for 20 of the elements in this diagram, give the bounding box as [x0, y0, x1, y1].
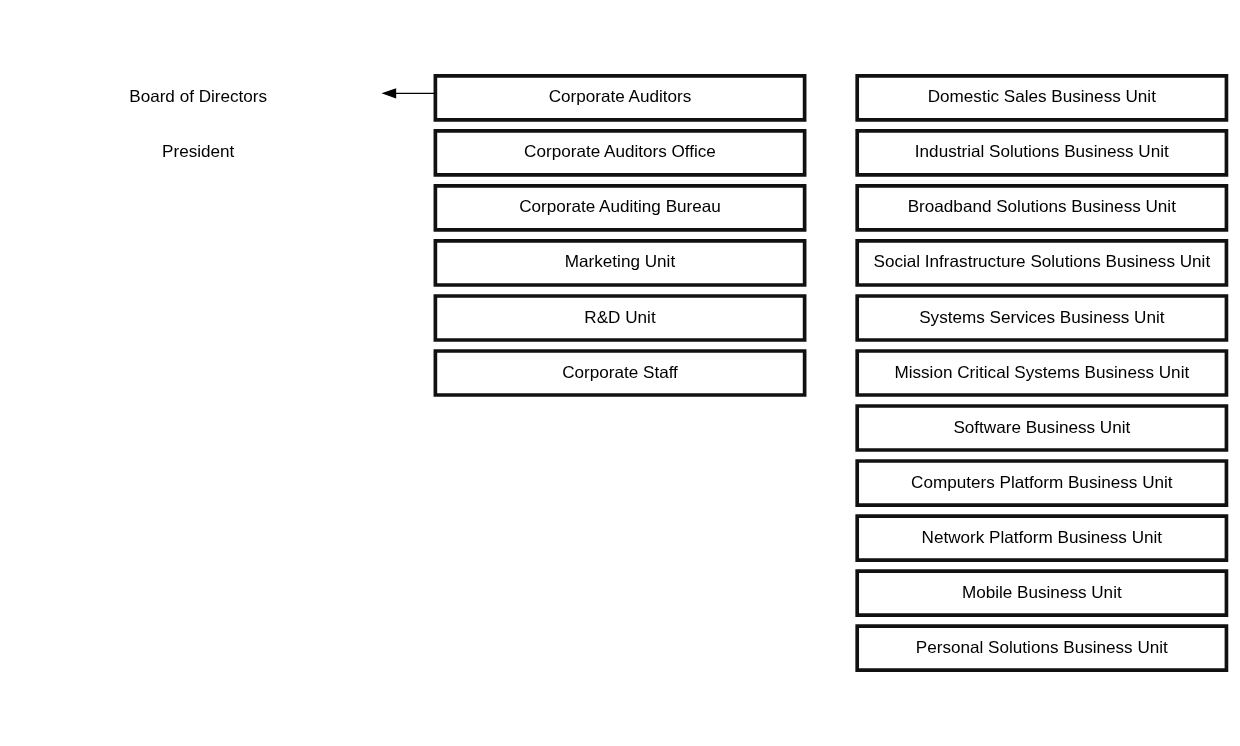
node-box: Corporate Staff — [433, 349, 807, 397]
node-box: Marketing Unit — [433, 239, 807, 287]
node-box: Corporate Auditors Office — [433, 129, 807, 177]
node-box: Mission Critical Systems Business Unit — [855, 349, 1229, 397]
node-text: Board of Directors — [129, 87, 268, 107]
node-box: Social Infrastructure Solutions Business Unit — [855, 239, 1229, 287]
node-box: Computers Platform Business Unit — [855, 459, 1229, 507]
node-box: Mobile Business Unit — [855, 569, 1229, 617]
node-box: Industrial Solutions Business Unit — [855, 129, 1229, 177]
node-box: Software Business Unit — [855, 404, 1229, 452]
node-box: R&D Unit — [433, 294, 807, 342]
arrow — [381, 88, 436, 99]
node-box: Domestic Sales Business Unit — [855, 74, 1229, 122]
label: President — [162, 142, 235, 162]
node-box: Broadband Solutions Business Unit — [855, 184, 1229, 232]
node-box: Network Platform Business Unit — [855, 514, 1229, 562]
node-box: Corporate Auditors — [433, 74, 807, 122]
node-box: Corporate Auditing Bureau — [433, 184, 807, 232]
node-box: Personal Solutions Business Unit — [855, 624, 1229, 672]
node-box: Systems Services Business Unit — [855, 294, 1229, 342]
